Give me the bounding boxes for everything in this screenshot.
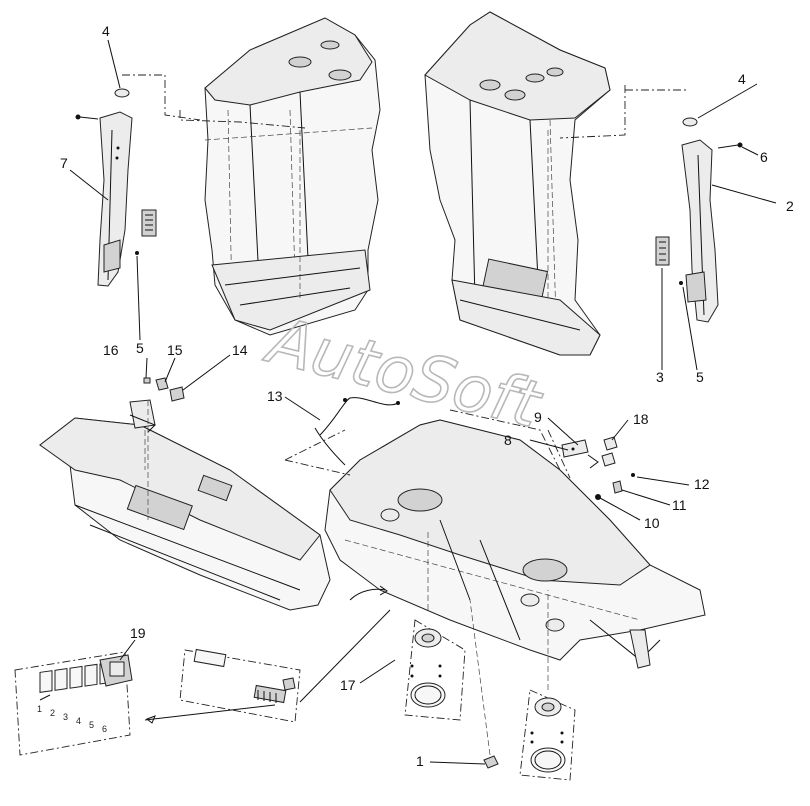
switch-panel — [14, 648, 301, 756]
callout-19: 19 — [130, 625, 146, 641]
callout-14: 14 — [232, 342, 248, 358]
callout-10: 10 — [644, 515, 660, 531]
floor-tray — [324, 419, 706, 669]
leader-lines — [39, 39, 777, 765]
callout-4-right: 4 — [738, 71, 746, 87]
callout-16: 16 — [103, 342, 119, 358]
callout-2: 2 — [786, 198, 794, 214]
connectors-14-15-16 — [129, 377, 185, 433]
pillar-trim-left — [75, 88, 157, 287]
slot-number: 4 — [76, 716, 81, 726]
left-rear-body-shell — [204, 17, 381, 336]
clip-1 — [483, 755, 499, 769]
callout-13: 13 — [267, 388, 283, 404]
slot-number: 1 — [37, 704, 42, 714]
callout-6: 6 — [760, 149, 768, 165]
callout-7: 7 — [60, 155, 68, 171]
callout-4-left: 4 — [102, 23, 110, 39]
callout-numbers: 4 7 5 16 15 14 13 4 6 2 3 5 9 8 18 12 11… — [60, 23, 794, 769]
switch-panel-slot-numbers: 1 2 3 4 5 6 — [37, 704, 107, 734]
callout-1: 1 — [416, 753, 424, 769]
slot-number: 5 — [89, 720, 94, 730]
wire-harness — [314, 397, 400, 466]
slot-number: 3 — [63, 712, 68, 722]
interior-trim-tray — [39, 417, 331, 611]
callout-5-right: 5 — [696, 369, 704, 385]
callout-11: 11 — [672, 497, 687, 513]
callout-5-left: 5 — [136, 340, 144, 356]
callout-18: 18 — [633, 411, 649, 427]
right-front-body-shell — [424, 11, 611, 356]
bracket-assembly — [561, 436, 618, 469]
slot-number: 6 — [102, 724, 107, 734]
callout-12: 12 — [694, 476, 710, 492]
callout-17: 17 — [340, 677, 356, 693]
callout-8: 8 — [504, 432, 512, 448]
callout-3: 3 — [656, 369, 664, 385]
speaker-assembly — [404, 619, 576, 781]
callout-15: 15 — [167, 342, 183, 358]
pillar-trim-right — [655, 117, 743, 323]
callout-9: 9 — [534, 409, 542, 425]
assembly-guide-lines — [122, 74, 688, 756]
fasteners-10-11-12 — [595, 473, 635, 500]
slot-number: 2 — [50, 708, 55, 718]
